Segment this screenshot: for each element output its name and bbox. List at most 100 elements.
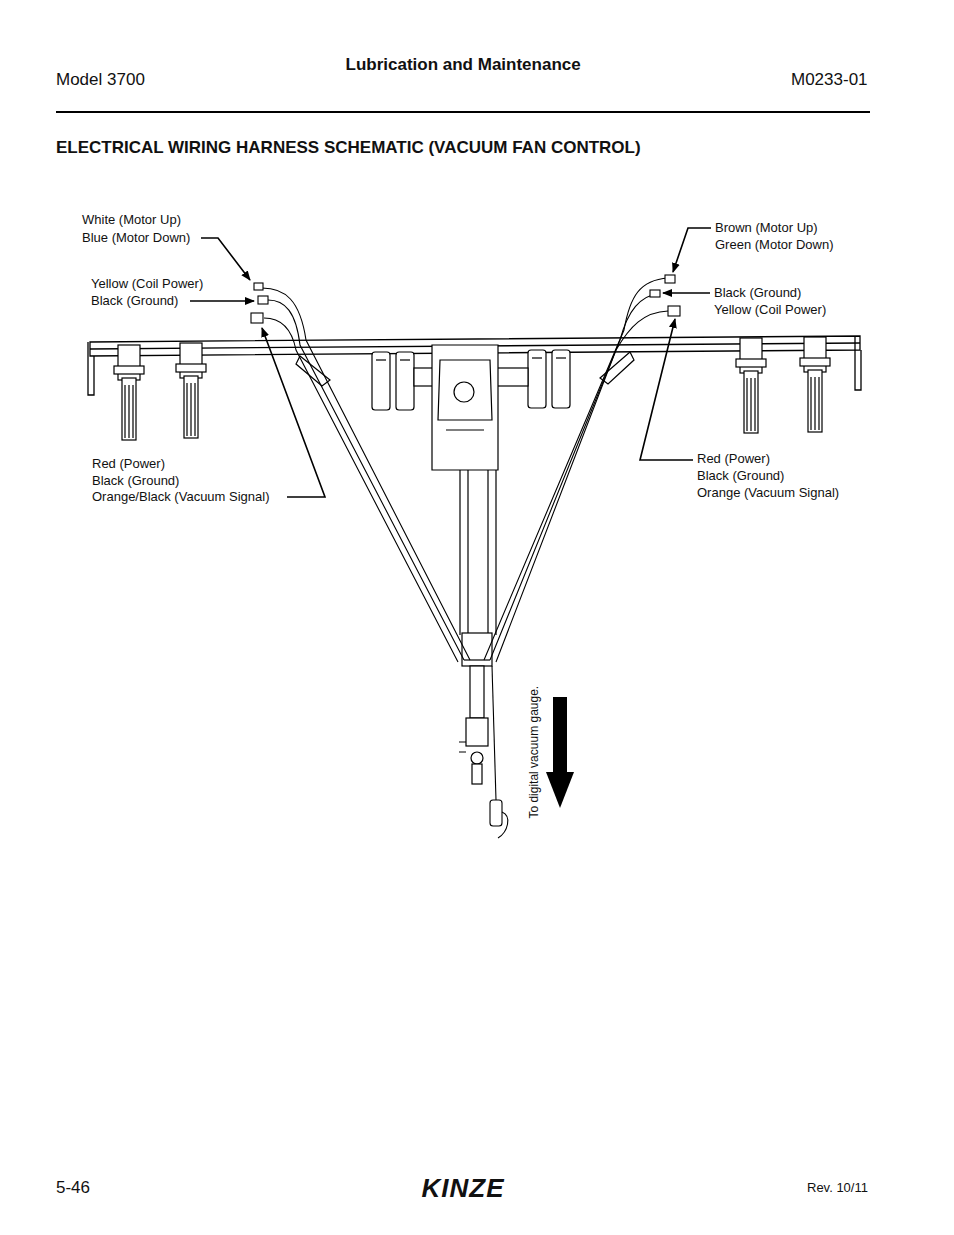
harness-left [258,296,268,304]
center-frame [454,382,474,402]
leader-lines [262,328,325,497]
row-units [754,378,755,431]
harness-right [484,278,668,660]
wire-label: White (Motor Up) [82,212,181,228]
tongue [464,659,490,660]
row-units [194,383,195,436]
row-units [132,385,133,438]
harness-right [665,275,675,283]
tongue [470,666,484,718]
leader-lines [201,238,250,280]
harness-right [496,311,668,662]
transport-wheels [396,352,414,410]
row-units [736,338,766,433]
direction-arrow [546,772,574,808]
harness-left [262,288,470,660]
header-rule [56,111,870,113]
harness-right [484,275,680,662]
row-units [176,343,206,438]
transport-wheels [552,350,570,408]
tongue [462,633,492,666]
row-units [118,345,140,380]
row-units [128,385,129,438]
transport-wheels [372,352,390,410]
wire-label: Red (Power) [92,456,165,472]
tongue [471,752,483,764]
row-units [180,343,202,378]
harness-left [251,313,263,323]
wire-label: Black (Ground) [714,285,801,301]
section-header: Lubrication and Maintenance [346,55,581,75]
center-frame [438,360,492,420]
wire-label: Black (Ground) [91,293,178,309]
tongue [466,718,488,746]
gauge-cable [492,666,496,800]
transport-wheels [556,357,566,358]
transport-wheels [376,359,386,360]
tongue [459,742,466,752]
row-units [814,377,815,430]
page-number: 5-46 [56,1178,90,1198]
row-units [740,338,762,373]
gauge-cable [490,800,502,826]
leader-lines [640,319,693,460]
row-units [800,358,830,366]
row-units [804,337,826,372]
row-units [750,378,751,431]
leader-lines [190,300,254,302]
harness-left [268,300,464,660]
section-title: ELECTRICAL WIRING HARNESS SCHEMATIC (VAC… [56,138,641,158]
transport-wheels [532,357,542,358]
harness-left [251,283,470,662]
model-number: Model 3700 [56,70,145,90]
row-units [746,378,747,431]
row-units [808,370,822,432]
toolbar [88,342,94,395]
harness-right [668,306,680,316]
center-frame [296,345,634,470]
row-units [186,383,187,436]
revision-date: Rev. 10/11 [807,1180,868,1196]
row-units [184,376,198,438]
row-units [114,345,144,440]
wire-label: Orange (Vacuum Signal) [697,485,839,501]
direction-arrow [546,697,574,808]
row-units [124,385,125,438]
wire-label: Yellow (Coil Power) [714,302,826,318]
tongue [460,470,496,635]
tongue [472,764,482,784]
header-rule [56,112,870,113]
wire-label: Blue (Motor Down) [82,230,190,246]
wire-label: Green (Motor Down) [715,237,833,253]
harness-left [254,283,263,290]
wire-label: Black (Ground) [697,468,784,484]
wire-label: Brown (Motor Up) [715,220,818,236]
row-units [736,359,766,367]
row-units [800,337,830,432]
gauge-cable [498,812,508,838]
harness-right [650,290,660,297]
leader-lines [190,228,711,497]
wire-label: Yellow (Coil Power) [91,276,203,292]
row-units [114,366,144,374]
harness-right [490,293,660,660]
transport-wheels [528,350,546,408]
row-units [810,377,811,430]
brand-logo: KINZE [422,1173,505,1204]
gauge-cable [490,666,508,838]
row-units [122,378,136,440]
transport-wheels [400,359,410,360]
wire-label: Red (Power) [697,451,770,467]
toolbar [855,336,861,390]
manual-number: M0233-01 [791,70,868,90]
row-units [190,383,191,436]
center-frame [446,429,484,430]
leader-lines [673,228,711,272]
row-units [176,364,206,372]
tongue [459,470,496,784]
harness-left [264,318,458,662]
wire-label: Black (Ground) [92,473,179,489]
row-units [744,371,758,433]
direction-arrow [553,697,567,773]
